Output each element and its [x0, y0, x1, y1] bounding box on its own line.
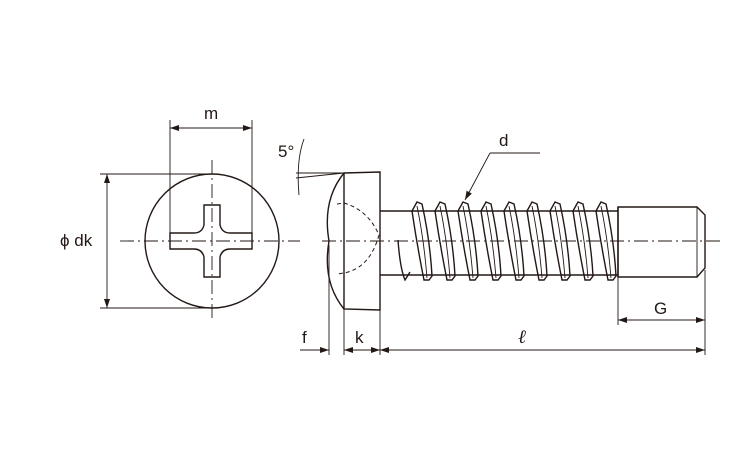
thread-turn [434, 201, 456, 281]
screw-side-view: 5° [278, 138, 720, 311]
recess-hidden [336, 202, 380, 275]
thread-edge [554, 205, 566, 279]
thread-turn [503, 201, 525, 281]
thread-turn [595, 201, 617, 281]
screw-end [617, 206, 706, 278]
cross-recess [169, 204, 253, 278]
label-k: k [355, 328, 364, 347]
thread-turn [411, 201, 433, 281]
head-dome [326, 172, 345, 310]
thread-turn [526, 201, 548, 281]
threads [411, 201, 617, 281]
thread-turn [572, 201, 594, 281]
thread-turn [549, 201, 571, 281]
thread-start [397, 239, 411, 282]
leader-d [464, 152, 491, 201]
angle-arc [297, 138, 305, 196]
thread-edge [600, 205, 612, 279]
thread-edge [439, 205, 451, 279]
thread-edge [531, 205, 543, 279]
thread-edge [462, 205, 474, 279]
thread-edge [508, 205, 520, 279]
thread-edge [416, 205, 428, 279]
label-l: ℓ [518, 327, 526, 348]
thread-turn [457, 201, 479, 281]
label-G: G [654, 299, 667, 318]
head-top-view: m ϕ dk [60, 104, 300, 320]
label-f: f [302, 328, 307, 347]
label-angle: 5° [278, 142, 294, 161]
thread-edge [577, 205, 589, 279]
thread-turn [480, 201, 502, 281]
label-dk: ϕ dk [60, 231, 93, 250]
label-d: d [499, 131, 508, 150]
label-m: m [204, 104, 218, 123]
thread-edge [485, 205, 497, 279]
